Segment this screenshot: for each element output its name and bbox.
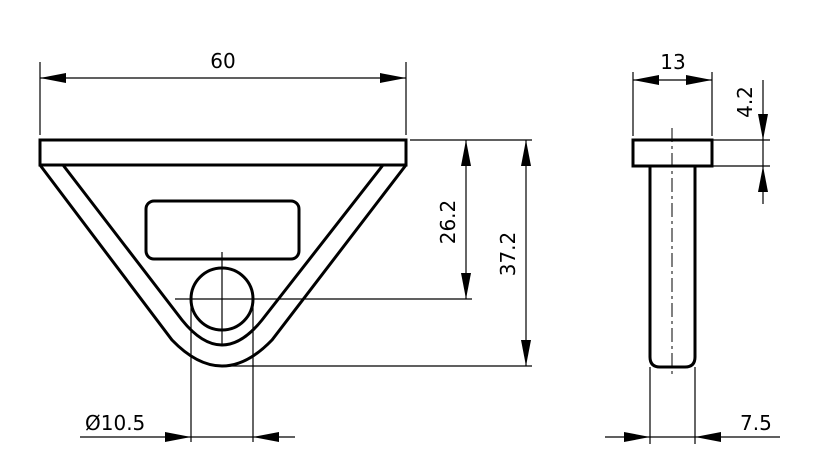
slot: [144, 199, 301, 261]
arrow: [633, 75, 659, 85]
arrow: [461, 273, 471, 299]
arrow: [461, 140, 471, 166]
arrow: [165, 432, 191, 442]
top-plate: [38, 138, 408, 167]
dim-head-thickness: 4.2: [733, 86, 757, 118]
arrow: [380, 73, 406, 83]
side-view: 13 4.2 7.5: [605, 50, 780, 444]
dim-hole-height: 26.2: [436, 200, 460, 245]
dim-total-height: 37.2: [496, 232, 520, 277]
arrow: [686, 75, 712, 85]
inner-v-outline: [61, 164, 385, 347]
arrow: [758, 114, 768, 140]
dim-width-60: 60: [210, 49, 235, 73]
outer-v-outline: [38, 164, 408, 368]
arrow: [253, 432, 279, 442]
dim-hole-diameter: Ø10.5: [85, 411, 145, 435]
front-view: 60 26.2 37.2 Ø10.5: [38, 49, 532, 442]
arrow: [624, 432, 650, 442]
arrow: [40, 73, 66, 83]
arrow: [521, 340, 531, 366]
dim-head-width: 13: [660, 50, 685, 74]
arrow: [521, 140, 531, 166]
dim-shank-width: 7.5: [740, 411, 772, 435]
arrow: [758, 166, 768, 192]
arrow: [695, 432, 721, 442]
